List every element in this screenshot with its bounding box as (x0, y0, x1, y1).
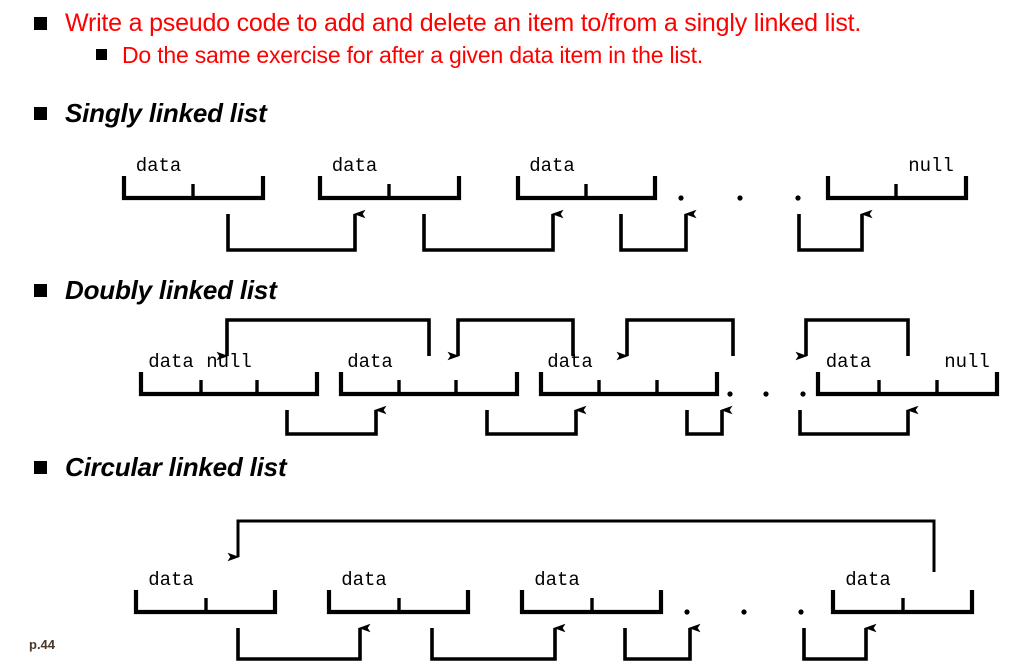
cell-label: null (206, 351, 252, 373)
square-bullet-icon (96, 49, 107, 60)
section-title-singly: Singly linked list (65, 98, 267, 128)
cell-label: data (845, 569, 891, 591)
next-pointer-link (226, 209, 366, 252)
ellipsis-dot (795, 195, 801, 201)
cell-label: data (826, 351, 872, 373)
section-heading-singly: Singly linked list (34, 98, 267, 128)
node-box (815, 372, 1000, 397)
next-pointer-link (430, 623, 566, 661)
cell-label: data (148, 569, 194, 591)
bullet-text-1: Write a pseudo code to add and delete an… (65, 9, 862, 37)
next-pointer-link (285, 405, 387, 436)
singly-list-diagram: data data data null (121, 155, 969, 252)
cell-label: data (341, 569, 387, 591)
square-bullet-icon (34, 107, 47, 120)
ellipsis-dot (684, 609, 690, 615)
ellipsis-dot (678, 195, 684, 201)
next-pointer-link (619, 209, 697, 252)
bullet-text-2: Do the same exercise for after a given d… (122, 42, 703, 68)
circular-list-diagram: data data data data (133, 519, 975, 661)
node-box (121, 176, 266, 201)
cell-label: data (136, 155, 182, 177)
next-pointer-link (802, 623, 877, 661)
node-box (317, 176, 462, 201)
ellipsis-dot (737, 195, 743, 201)
node-box (538, 372, 720, 397)
square-bullet-icon (34, 284, 47, 297)
square-bullet-icon (34, 461, 47, 474)
square-bullet-icon (34, 17, 47, 30)
section-heading-circular: Circular linked list (34, 452, 287, 482)
next-pointer-link (685, 405, 733, 436)
node-box (133, 590, 278, 615)
doubly-list-diagram: data null data data data null (138, 318, 1000, 436)
section-title-doubly: Doubly linked list (65, 275, 277, 305)
next-pointer-link (797, 209, 873, 252)
prev-pointer-link (616, 318, 735, 361)
section-heading-doubly: Doubly linked list (34, 275, 277, 305)
cell-label: data (332, 155, 378, 177)
next-pointer-link (422, 209, 564, 252)
prev-pointer-link (795, 318, 910, 361)
next-pointer-link (236, 623, 371, 661)
node-box (338, 372, 520, 397)
cell-label: null (908, 155, 954, 177)
cell-label: null (944, 351, 990, 373)
page-number: p.44 (29, 637, 56, 652)
bullet-list: Write a pseudo code to add and delete an… (0, 0, 1024, 69)
cell-label: data (148, 351, 194, 373)
section-title-circular: Circular linked list (65, 452, 287, 482)
node-box (138, 372, 320, 397)
circular-wrap-link (227, 519, 936, 572)
cell-label: data (534, 569, 580, 591)
next-pointer-link (798, 405, 919, 436)
node-box (515, 176, 658, 201)
ellipsis-dot (741, 609, 747, 615)
cell-label: data (529, 155, 575, 177)
prev-pointer-link (216, 318, 431, 361)
node-box (326, 590, 471, 615)
cell-label: data (547, 351, 593, 373)
prev-pointer-link (447, 318, 575, 361)
next-pointer-link (623, 623, 701, 661)
node-box (519, 590, 664, 615)
node-box (825, 176, 969, 201)
next-pointer-link (485, 405, 587, 436)
ellipsis-dot (800, 391, 806, 397)
bullet-item-2: Do the same exercise for after a given d… (0, 41, 1024, 69)
ellipsis-dot (727, 391, 733, 397)
bullet-item-1: Write a pseudo code to add and delete an… (0, 8, 1024, 38)
ellipsis-dot (798, 609, 804, 615)
node-box (830, 590, 975, 615)
ellipsis-dot (763, 391, 769, 397)
cell-label: data (347, 351, 393, 373)
